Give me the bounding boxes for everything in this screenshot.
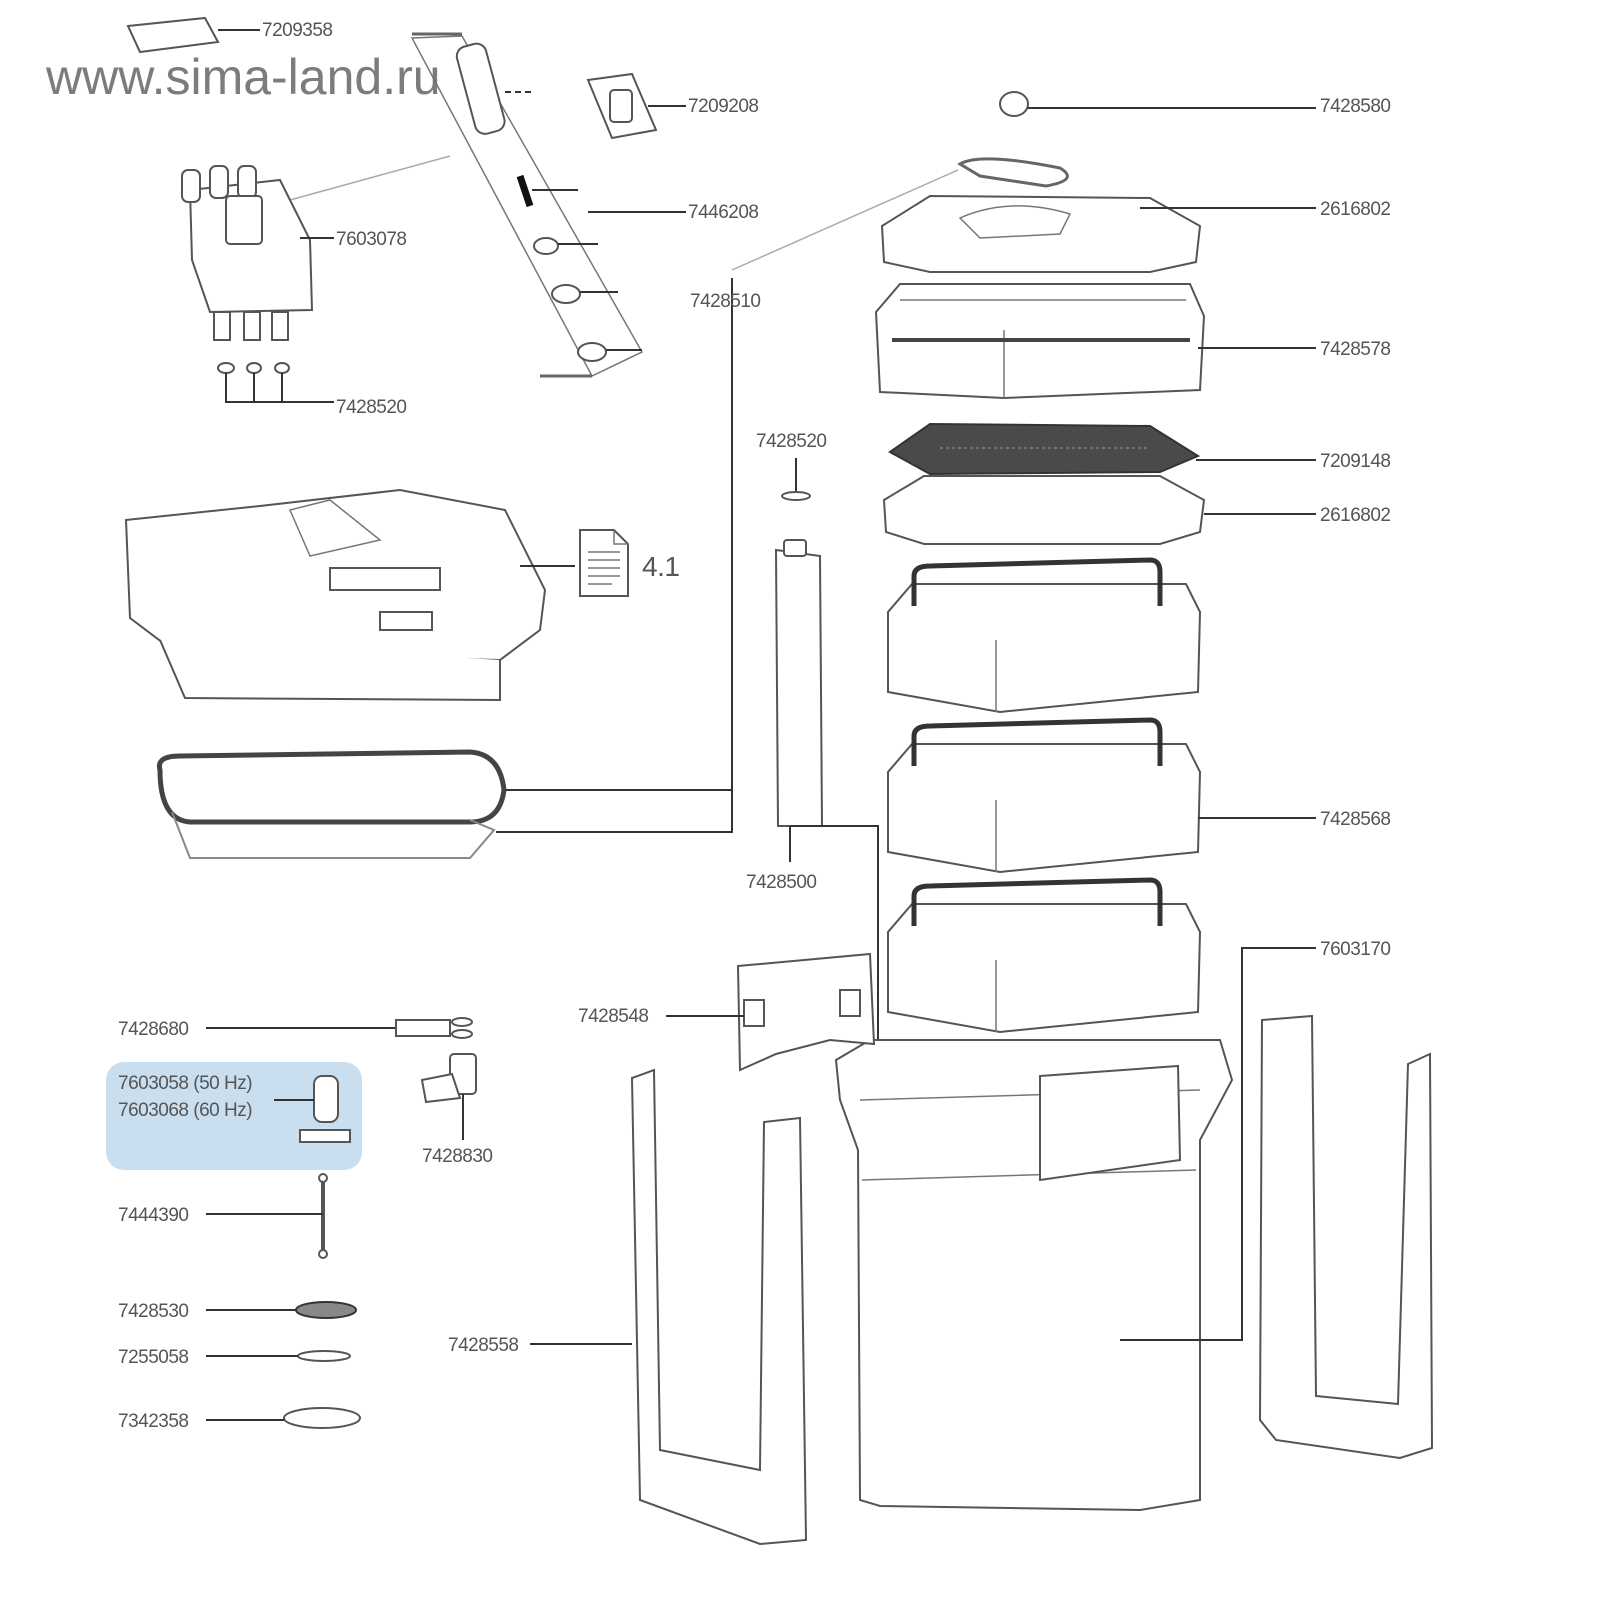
canister-7603170 [834, 947, 1316, 1512]
part-7428680 [206, 1017, 473, 1039]
pump-head [124, 488, 575, 702]
label-7209358: 7209358 [262, 20, 332, 41]
part-7603058-motor [274, 1075, 351, 1143]
part-7428520-top [217, 362, 334, 403]
label-7603078: 7603078 [336, 229, 406, 250]
gasket-7428510 [156, 169, 959, 859]
label-7428520-top: 7428520 [336, 397, 406, 418]
label-7209208: 7209208 [688, 96, 758, 117]
part-7428580 [957, 91, 1316, 188]
label-2616802-pad: 2616802 [1320, 505, 1390, 526]
label-7428680: 7428680 [118, 1019, 188, 1040]
part-7209148 [888, 422, 1316, 476]
label-7428558: 7428558 [448, 1335, 518, 1356]
part-2616802-pad [882, 475, 1316, 545]
label-7255058: 7255058 [118, 1347, 188, 1368]
label-7342358: 7342358 [118, 1411, 188, 1432]
label-7428580: 7428580 [1320, 96, 1390, 117]
label-7428500: 7428500 [746, 872, 816, 893]
watermark: www.sima-land.ru [45, 49, 441, 105]
part-7428578 [874, 283, 1316, 400]
part-7209358 [126, 16, 260, 54]
label-7603068: 7603068 (60 Hz) [118, 1100, 252, 1121]
part-7342358 [206, 1407, 361, 1429]
hose-adapter-panel [289, 32, 686, 378]
part-7428520-mid [781, 458, 811, 501]
label-7209148: 7209148 [1320, 451, 1390, 472]
label-7428548: 7428548 [578, 1006, 648, 1027]
label-7428568: 7428568 [1320, 809, 1390, 830]
part-7428558-handles [530, 1014, 1434, 1546]
part-7444390 [206, 1173, 328, 1259]
part-7255058 [206, 1350, 351, 1362]
part-7428530 [206, 1301, 357, 1319]
part-7428548 [666, 952, 876, 1072]
part-7428500 [774, 539, 879, 1064]
label-7428520-mid: 7428520 [756, 431, 826, 452]
part-7209208 [586, 72, 686, 140]
part-2616802-lid [880, 194, 1316, 273]
part-7428830 [420, 1053, 477, 1140]
label-7446208: 7446208 [688, 202, 758, 223]
label-7428578: 7428578 [1320, 339, 1390, 360]
document-icon [579, 529, 629, 597]
label-7444390: 7444390 [118, 1205, 188, 1226]
part-7428568-baskets [887, 557, 1316, 1034]
label-7428510: 7428510 [690, 291, 760, 312]
label-7428830: 7428830 [422, 1146, 492, 1167]
label-7603058: 7603058 (50 Hz) [118, 1073, 252, 1094]
part-7603078 [181, 165, 334, 341]
motor-highlight-box [106, 1062, 362, 1170]
part-labels: 7209358 7209208 7446208 7603078 7428510 … [118, 20, 1391, 1432]
label-2616802-lid: 2616802 [1320, 199, 1390, 220]
label-doc-ref: 4.1 [642, 551, 679, 582]
label-7603170: 7603170 [1320, 939, 1390, 960]
label-7428530: 7428530 [118, 1301, 188, 1322]
